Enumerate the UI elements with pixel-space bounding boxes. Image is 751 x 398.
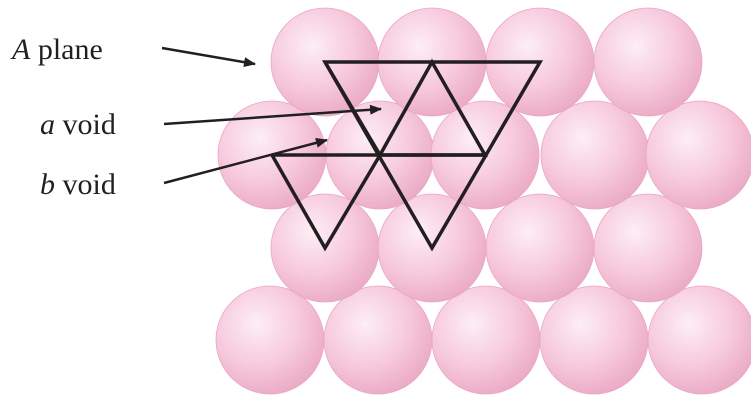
sphere [594, 194, 702, 302]
a-void-label: a void [40, 108, 116, 141]
sphere [216, 286, 324, 394]
sphere [594, 8, 702, 116]
a-plane-arrow [162, 48, 255, 64]
sphere [540, 286, 648, 394]
sphere [646, 101, 751, 209]
a-plane-label: A plane [10, 33, 103, 66]
sphere [324, 286, 432, 394]
sphere [486, 194, 594, 302]
sphere [432, 286, 540, 394]
sphere [648, 286, 751, 394]
b-void-label: b void [40, 168, 116, 201]
sphere [541, 101, 649, 209]
